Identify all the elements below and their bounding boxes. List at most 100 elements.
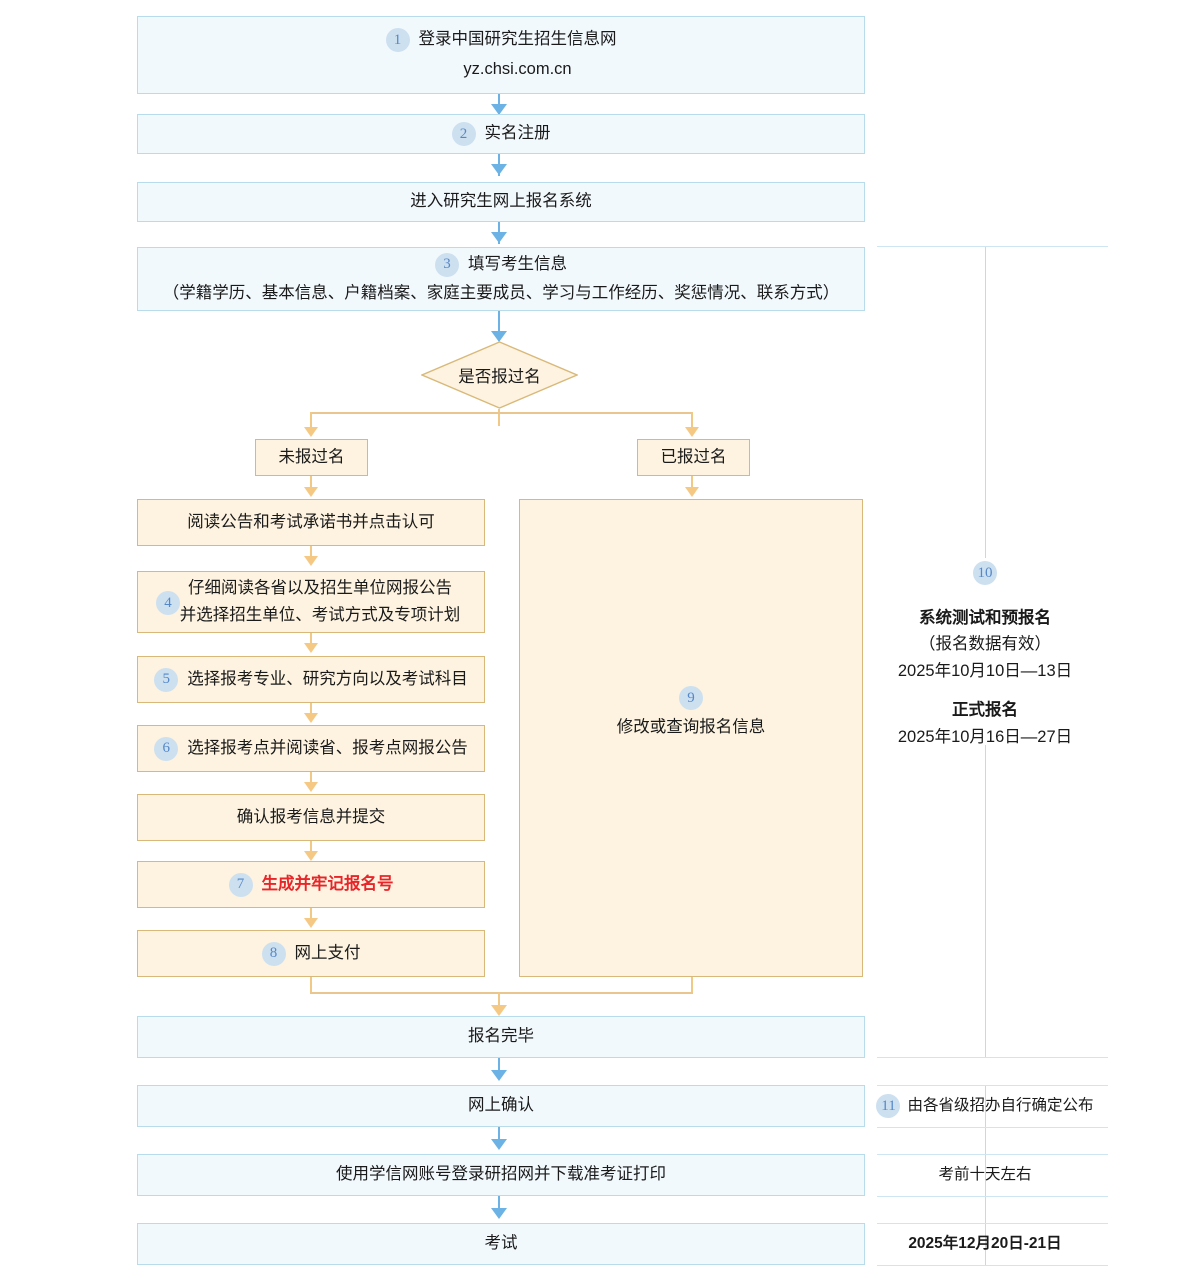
- step-4-box[interactable]: 4 仔细阅读各省以及招生单位网报公告 并选择招生单位、考试方式及专项计划: [137, 571, 485, 633]
- step-2-box[interactable]: 2 实名注册: [137, 114, 865, 154]
- arrow-enter-3-icon: [491, 232, 507, 243]
- step-7-badge: 7: [228, 872, 253, 897]
- step-8-badge: 8: [261, 941, 286, 966]
- read-announcement-label: 阅读公告和考试承诺书并点击认可: [187, 512, 435, 531]
- exam-label: 考试: [484, 1234, 518, 1253]
- timeline-divider-top: [877, 246, 1108, 247]
- arrow-s6-l2-icon: [304, 782, 318, 792]
- exam-note-label: 2025年12月20日-21日: [908, 1234, 1062, 1252]
- arrow-done-confirm-icon: [491, 1070, 507, 1081]
- step-10-title2: 正式报名: [952, 701, 1018, 720]
- connector-3-decision: [498, 311, 500, 341]
- timeline-divider-exam-top: [877, 1223, 1108, 1224]
- arrow-l2-s7-icon: [304, 851, 318, 861]
- read-announcement-box[interactable]: 阅读公告和考试承诺书并点击认可: [137, 499, 485, 546]
- step-9-badge: 9: [679, 686, 703, 711]
- connector-l1-s4: [310, 546, 312, 560]
- exam-note-row: 2025年12月20日-21日: [865, 1223, 1105, 1265]
- decision-diamond[interactable]: 是否报过名: [420, 341, 579, 409]
- admission-note-label: 考前十天左右: [938, 1165, 1032, 1183]
- step-9-box[interactable]: 9 修改或查询报名信息: [519, 499, 863, 977]
- connector-notreg-l1: [310, 476, 312, 491]
- arrow-confirm-admission-icon: [491, 1139, 507, 1150]
- arrow-3-decision-icon: [491, 331, 507, 342]
- branch-not-registered-label: 未报过名: [278, 447, 345, 466]
- enter-system-box[interactable]: 进入研究生网上报名系统: [137, 182, 865, 222]
- arrow-s4-s5-icon: [304, 643, 318, 653]
- step-3-line2: （学籍学历、基本信息、户籍档案、家庭主要成员、学习与工作经历、奖惩情况、联系方式…: [162, 283, 840, 302]
- step-11-badge: 11: [876, 1094, 901, 1118]
- merge-right-stem: [691, 977, 693, 994]
- step-4-line1: 仔细阅读各省以及招生单位网报公告: [188, 578, 452, 597]
- step-3-line1: 填写考生信息: [468, 254, 567, 273]
- step-1-line2: yz.chsi.com.cn: [463, 60, 572, 78]
- step-9-label: 修改或查询报名信息: [616, 718, 766, 737]
- registration-complete-box[interactable]: 报名完毕: [137, 1016, 865, 1058]
- arrow-right-branch-icon: [685, 427, 699, 437]
- connector-s7-s8: [310, 908, 312, 922]
- timeline-divider-confirm-bottom: [877, 1127, 1108, 1128]
- merge-down-stem: [498, 992, 500, 1009]
- step-8-box[interactable]: 8 网上支付: [137, 930, 485, 977]
- online-confirm-box[interactable]: 网上确认: [137, 1085, 865, 1127]
- arrow-merge-done-icon: [491, 1005, 507, 1016]
- step-7-label: 生成并牢记报名号: [261, 874, 394, 893]
- branch-registered-label: 已报过名: [660, 447, 727, 466]
- step-2-label: 实名注册: [484, 124, 551, 143]
- arrow-left-branch-icon: [304, 427, 318, 437]
- timeline-vertical-rule-mid: [985, 745, 986, 1057]
- connector-reg-s9: [691, 476, 693, 491]
- decision-stem: [498, 409, 500, 426]
- admission-note-row: 考前十天左右: [865, 1154, 1105, 1196]
- step-10-date2: 2025年10月16日—27日: [897, 727, 1073, 746]
- decision-left-drop: [310, 412, 312, 432]
- timeline-vertical-rule-bottom: [985, 1085, 986, 1265]
- connector-s6-l2: [310, 772, 312, 786]
- connector-s4-s5: [310, 633, 312, 647]
- step-7-box[interactable]: 7 生成并牢记报名号: [137, 861, 485, 908]
- step-4-line2: 并选择招生单位、考试方式及专项计划: [179, 605, 461, 624]
- step-1-box[interactable]: 1 登录中国研究生招生信息网 yz.chsi.com.cn: [137, 16, 865, 94]
- timeline-vertical-rule-top: [985, 246, 986, 558]
- enter-system-label: 进入研究生网上报名系统: [410, 192, 592, 211]
- branch-not-registered-box[interactable]: 未报过名: [255, 439, 368, 476]
- arrow-s5-s6-icon: [304, 713, 318, 723]
- connector-admission-exam: [498, 1196, 500, 1216]
- timeline-divider-confirm-top: [877, 1085, 1108, 1086]
- branch-registered-box[interactable]: 已报过名: [637, 439, 750, 476]
- step-8-label: 网上支付: [294, 943, 361, 962]
- arrow-2-3-icon: [491, 164, 507, 175]
- merge-left-stem: [310, 977, 312, 994]
- step-10-date1: 2025年10月10日—13日: [897, 661, 1073, 680]
- timeline-divider-done: [877, 1057, 1108, 1058]
- decision-split-rail: [311, 412, 693, 414]
- confirm-submit-box[interactable]: 确认报考信息并提交: [137, 794, 485, 841]
- step-3-box[interactable]: 3 填写考生信息 （学籍学历、基本信息、户籍档案、家庭主要成员、学习与工作经历、…: [137, 247, 865, 311]
- step-6-box[interactable]: 6 选择报考点并阅读省、报考点网报公告: [137, 725, 485, 772]
- arrow-l1-s4-icon: [304, 556, 318, 566]
- arrow-s7-s8-icon: [304, 918, 318, 928]
- exam-box[interactable]: 考试: [137, 1223, 865, 1265]
- step-10-block: 系统测试和预报名 （报名数据有效） 2025年10月10日—13日 正式报名 2…: [865, 605, 1105, 750]
- step-3-badge: 3: [435, 252, 459, 277]
- confirm-submit-label: 确认报考信息并提交: [236, 807, 386, 826]
- step-5-badge: 5: [154, 667, 179, 692]
- step-10-sub1: （报名数据有效）: [919, 635, 1051, 654]
- decision-label: 是否报过名: [458, 368, 541, 386]
- arrow-reg-s9-icon: [685, 487, 699, 497]
- connector-done-confirm: [498, 1058, 500, 1078]
- step-11-row: 11 由各省级招办自行确定公布: [865, 1085, 1105, 1127]
- arrow-admission-exam-icon: [491, 1208, 507, 1219]
- step-6-badge: 6: [154, 736, 179, 761]
- step-5-box[interactable]: 5 选择报考专业、研究方向以及考试科目: [137, 656, 485, 703]
- merge-rail: [310, 992, 693, 994]
- timeline-divider-admission-top: [877, 1154, 1108, 1155]
- step-6-label: 选择报考点并阅读省、报考点网报公告: [187, 738, 468, 757]
- connector-l2-s7: [310, 841, 312, 855]
- step-2-badge: 2: [451, 122, 476, 146]
- diamond-shape-icon: [420, 341, 579, 409]
- step-10-title1: 系统测试和预报名: [919, 609, 1051, 627]
- online-confirm-label: 网上确认: [468, 1096, 534, 1115]
- admission-ticket-box[interactable]: 使用学信网账号登录研招网并下载准考证打印: [137, 1154, 865, 1196]
- arrow-1-2-icon: [491, 104, 507, 115]
